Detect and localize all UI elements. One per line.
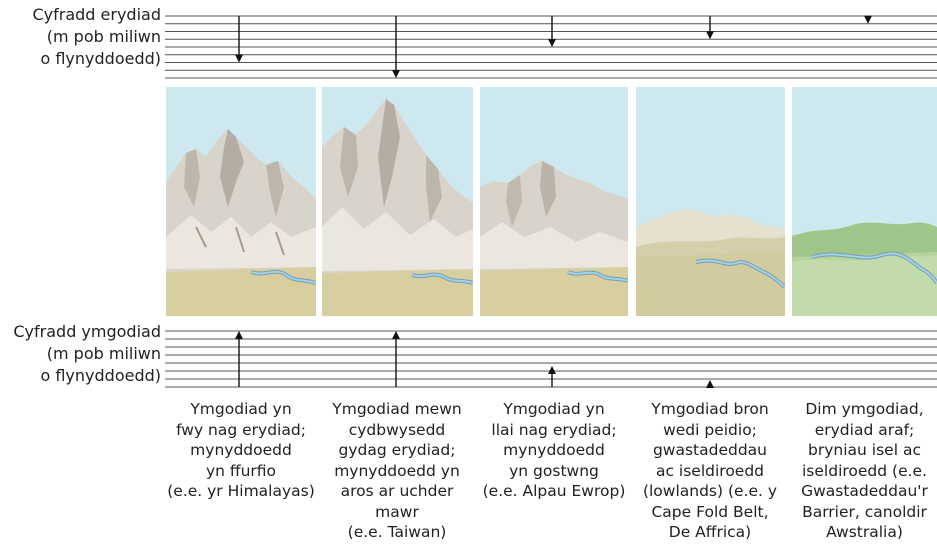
stage-1-caption-line: (e.e. yr Himalayas) [166,481,316,502]
stage-4-caption-line: ac iseldiroedd [630,461,790,482]
erosion-rate-lines [165,15,937,79]
uplift-rate-lines [165,330,937,388]
uplift-rate-scale [165,330,937,388]
erosion-rate-scale [165,15,937,79]
stage-2-caption-line: mawr [314,502,480,523]
stage-5-caption-line: erydiad araf; [792,420,937,441]
stage-5-caption-line: Awstralia) [792,522,937,543]
stage-5-caption-line: Dim ymgodiad, [792,399,937,420]
stage-4-caption-line: wedi peidio; [630,420,790,441]
landscape-panel-stage-5 [792,87,937,316]
stage-5-caption-line: Gwastadeddau'r [792,481,937,502]
landscape-panel-stage-2 [322,87,473,316]
stage-5-caption-line: Barrier, canoldir [792,502,937,523]
stage-5-caption: Dim ymgodiad, erydiad araf; bryniau isel… [792,399,937,543]
stage-3-caption-line: yn gostwng [480,461,628,482]
stage-2-caption-line: gydag erydiad; [314,440,480,461]
stage-3-caption-line: mynyddoedd [480,440,628,461]
stage-3-caption-line: (e.e. Alpau Ewrop) [480,481,628,502]
stage-2-caption: Ymgodiad mewn cydbwysedd gydag erydiad; … [314,399,480,543]
stage-5-caption-line: bryniau isel ac [792,440,937,461]
stage-4-caption-line: Cape Fold Belt, [630,502,790,523]
uplift-arrow-stage-3 [548,366,556,387]
stage-1-caption-line: mynyddoedd [166,440,316,461]
stage-3-caption: Ymgodiad yn llai nag erydiad; mynyddoedd… [480,399,628,502]
uplift-rate-label: Cyfradd ymgodiad (m pob miliwn o flynydd… [0,321,161,387]
lowering-mountains-illustration [480,87,628,316]
stage-4-caption-line: Ymgodiad bron [630,399,790,420]
young-mountains-illustration [166,87,316,316]
stage-2-caption-line: aros ar uchder [314,481,480,502]
erosion-arrow-stage-5 [864,16,872,24]
landscape-panel-stage-4 [636,87,785,316]
stage-5-caption-line: iseldiroedd (e.e. [792,461,937,482]
erosion-rate-label-line-3: o flynyddoedd) [0,48,161,70]
stage-1-caption: Ymgodiad yn fwy nag erydiad; mynyddoedd … [166,399,316,502]
uplift-rate-label-line-2: (m pob miliwn [0,343,161,365]
landscape-panel-stage-1 [166,87,316,316]
uplift-rate-label-line-3: o flynyddoedd) [0,365,161,387]
stage-1-caption-line: fwy nag erydiad; [166,420,316,441]
stage-2-caption-line: mynyddoedd yn [314,461,480,482]
erosion-arrow-stage-4 [706,16,714,39]
plains-lowlands-illustration [636,87,785,316]
low-hills-illustration [792,87,937,316]
stage-1-caption-line: yn ffurfio [166,461,316,482]
uplift-arrow-stage-4 [706,380,714,388]
stage-3-caption-line: llai nag erydiad; [480,420,628,441]
uplift-rate-label-line-1: Cyfradd ymgodiad [0,321,161,343]
stage-4-caption-line: gwastadeddau [630,440,790,461]
erosion-rate-label-line-1: Cyfradd erydiad [0,4,161,26]
erosion-rate-label-line-2: (m pob miliwn [0,26,161,48]
stage-4-caption: Ymgodiad bron wedi peidio; gwastadeddau … [630,399,790,543]
stage-2-caption-line: Ymgodiad mewn [314,399,480,420]
stage-4-caption-line: (lowlands) (e.e. y [630,481,790,502]
stage-2-caption-line: (e.e. Taiwan) [314,522,480,543]
stage-2-caption-line: cydbwysedd [314,420,480,441]
erosion-rate-label: Cyfradd erydiad (m pob miliwn o flynyddo… [0,4,161,70]
high-mountains-illustration [322,87,473,316]
landscape-panel-stage-3 [480,87,628,316]
stage-4-caption-line: De Affrica) [630,522,790,543]
stage-3-caption-line: Ymgodiad yn [480,399,628,420]
stage-1-caption-line: Ymgodiad yn [166,399,316,420]
